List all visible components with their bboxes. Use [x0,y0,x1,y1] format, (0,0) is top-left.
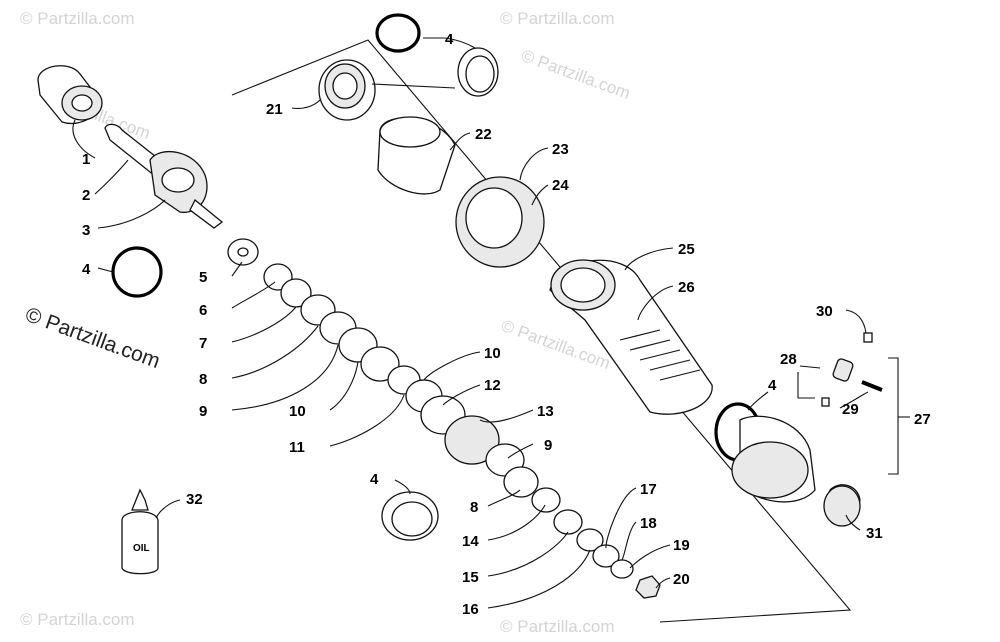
part-25-shock-body [549,259,713,415]
label-8: 8 [199,371,207,388]
part-1-bushing [37,65,103,125]
part-4-wear-ring [457,47,499,97]
label-25: 25 [678,241,695,258]
watermark-faint: © Partzilla.com [500,617,615,636]
label-24: 24 [552,177,569,194]
label-4: 4 [768,377,777,394]
label-14: 14 [462,533,479,550]
label-5: 5 [199,269,207,286]
label-11: 11 [289,439,305,456]
label-23: 23 [552,141,569,158]
part-21-seal-head [318,59,376,121]
leader-lines [72,37,910,609]
label-9: 9 [199,403,207,420]
label-21: 21 [266,101,283,118]
label-9: 9 [544,437,552,454]
bottle-label: OIL [133,543,150,554]
label-4: 4 [445,31,454,48]
label-3: 3 [82,222,90,239]
label-2: 2 [82,187,90,204]
label-32: 32 [186,491,203,508]
part-23-adjuster-nut [455,176,545,268]
watermark-faint: © Partzilla.com [20,610,135,629]
label-19: 19 [673,537,690,554]
watermark-faint: © Partzilla.com [500,9,615,28]
label-10: 10 [289,403,306,420]
label-6: 6 [199,302,207,319]
label-18: 18 [640,515,657,532]
watermark-faint: © Partzilla.com [20,9,135,28]
part-labels: 1 2 3 4 5 6 7 8 9 10 11 10 12 13 9 4 8 1… [82,31,931,618]
label-20: 20 [673,571,690,588]
label-26: 26 [678,279,695,296]
label-15: 15 [462,569,479,586]
label-30: 30 [816,303,833,320]
part-32-oil-bottle: OIL [121,488,159,575]
label-31: 31 [866,525,883,542]
label-17: 17 [640,481,657,498]
label-13: 13 [537,403,554,420]
part-22-sleeve [377,116,456,195]
label-22: 22 [475,126,492,143]
label-4: 4 [370,471,379,488]
label-12: 12 [484,377,501,394]
watermark-faint: © Partzilla.com [519,46,633,103]
part-4-oring [375,13,421,53]
part-31-bushing [823,484,861,527]
watermark-main: © Partzilla.com [22,303,163,373]
label-28: 28 [780,351,797,368]
part-4-oring [111,246,163,298]
label-1: 1 [82,151,90,168]
label-10: 10 [484,345,501,362]
label-27: 27 [914,411,931,428]
part-27-valve-assembly [731,332,883,503]
part-2-shaft [104,123,224,229]
label-4: 4 [82,261,91,278]
part-4-wear-ring [381,491,439,541]
label-29: 29 [842,401,859,418]
label-16: 16 [462,601,479,618]
label-7: 7 [199,335,207,352]
label-8: 8 [470,499,478,516]
